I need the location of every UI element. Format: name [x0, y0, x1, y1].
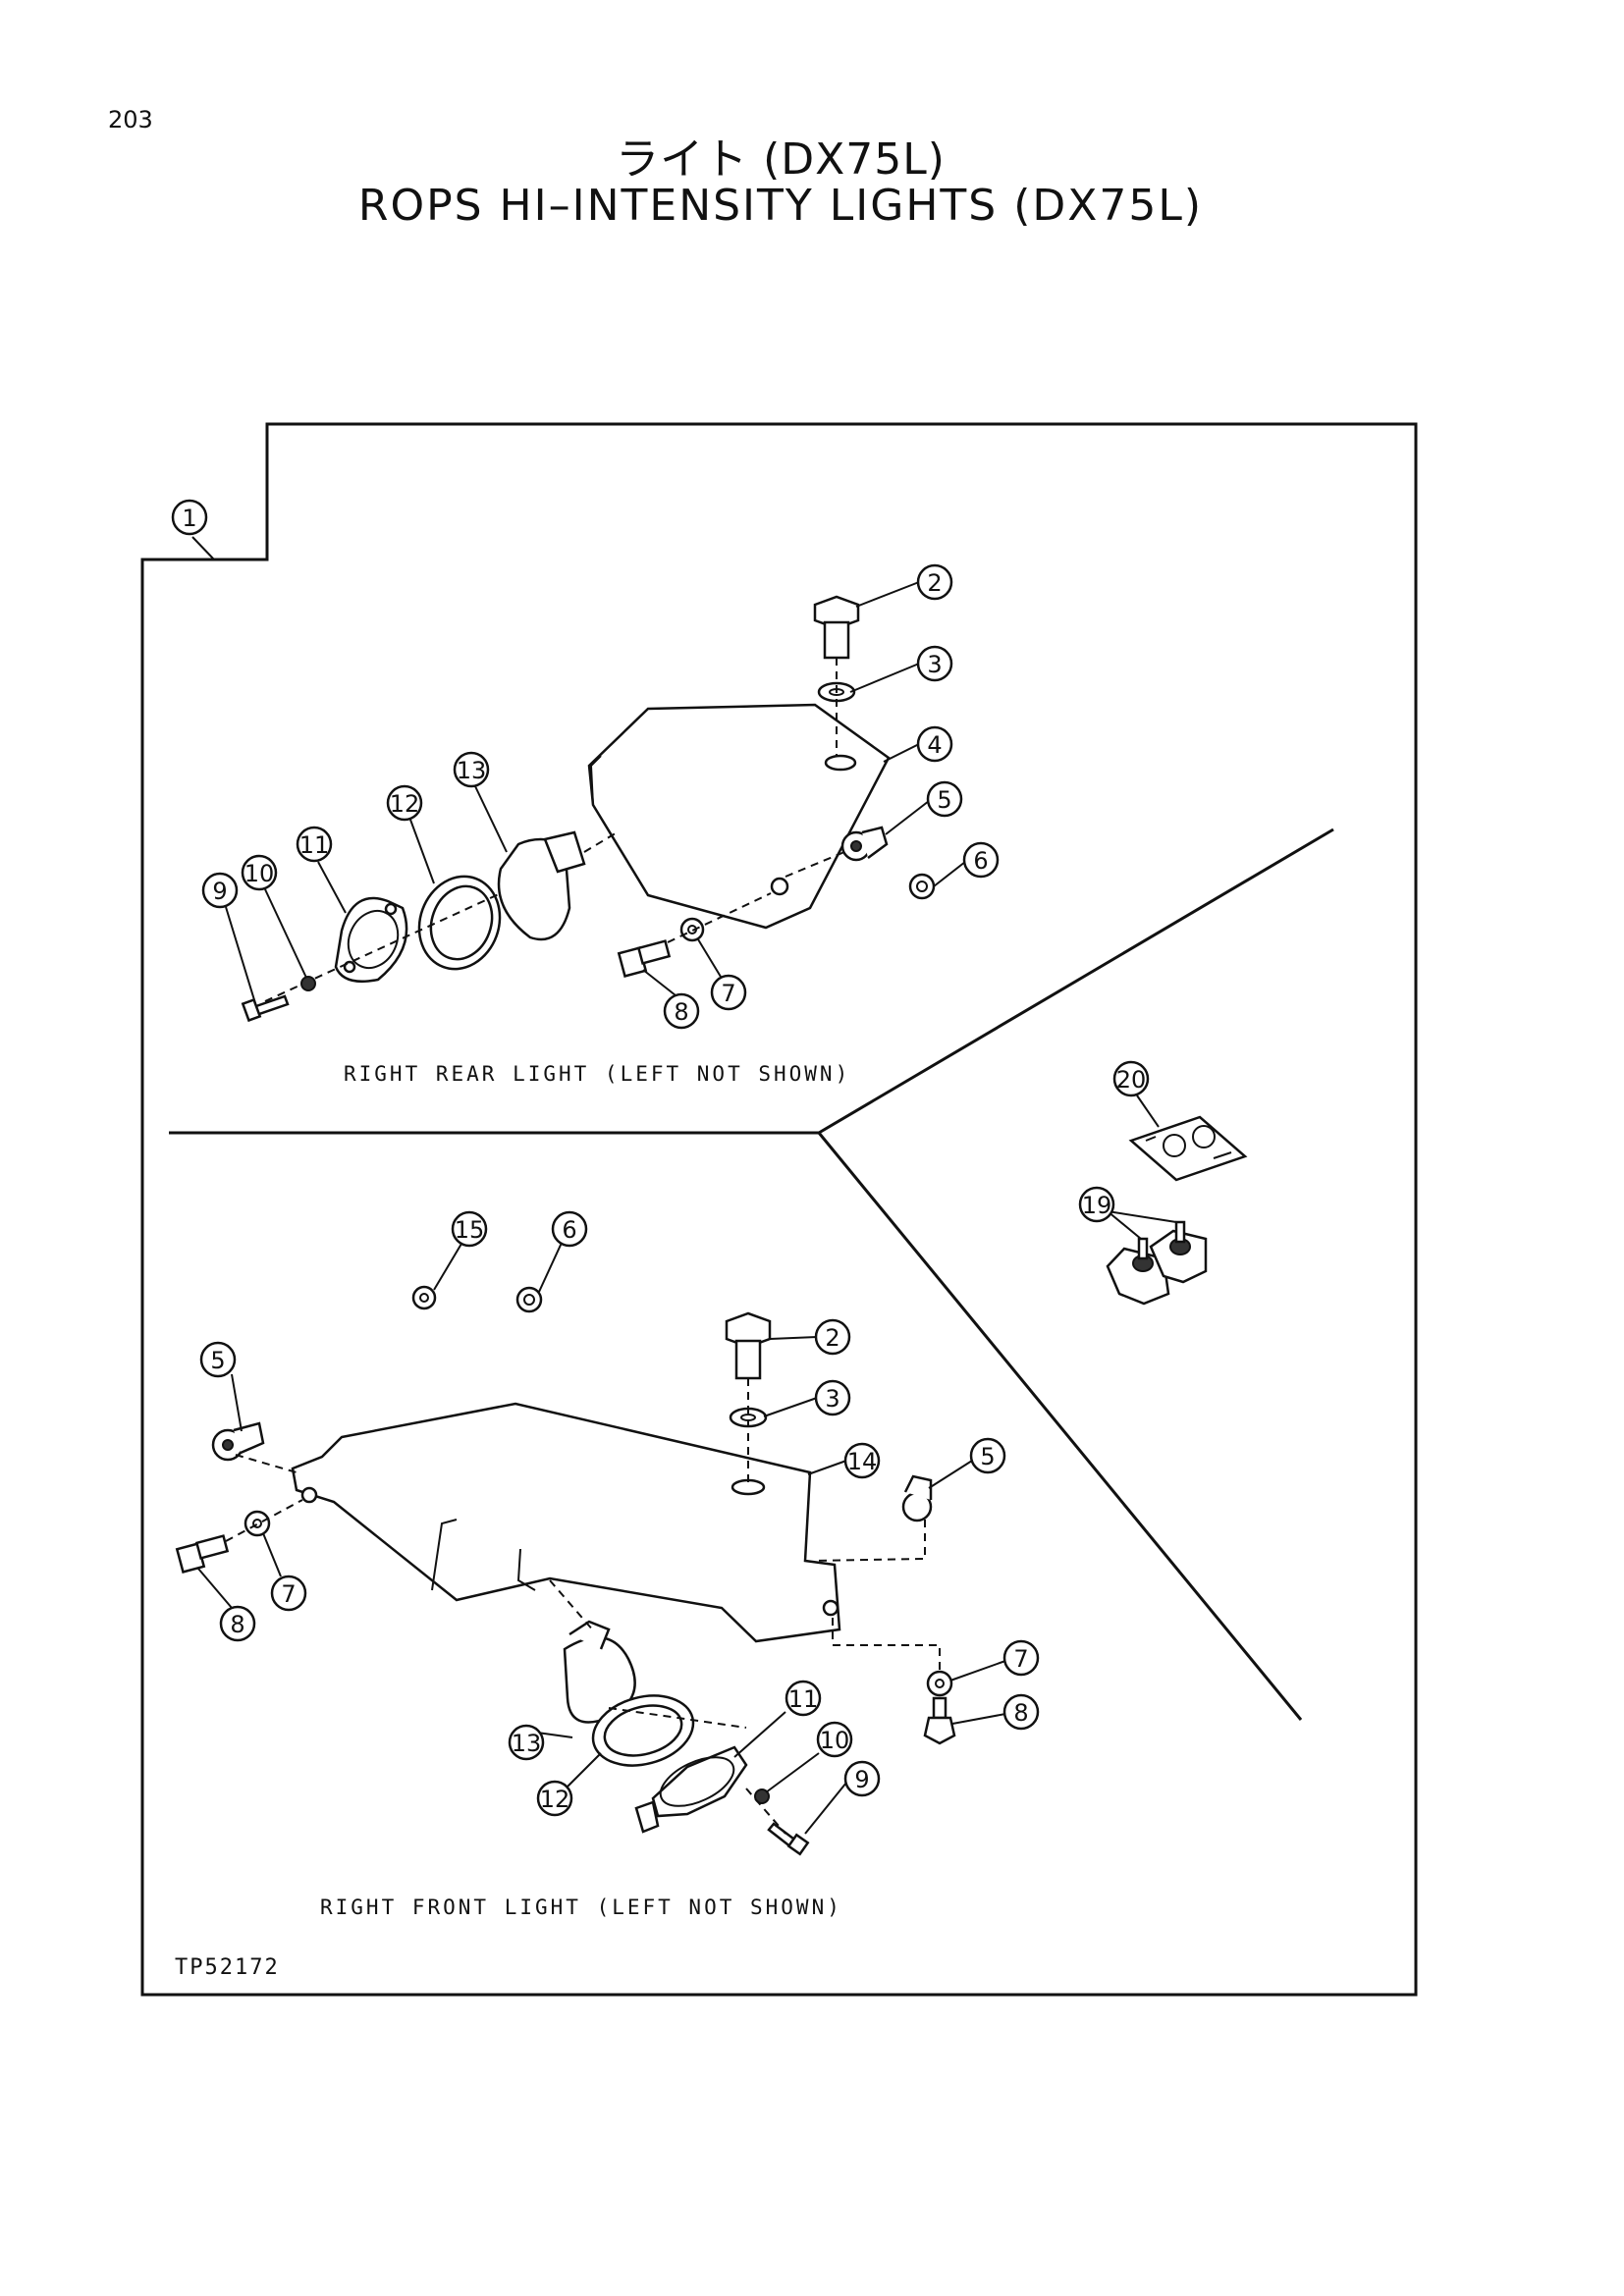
front-lockwasher	[754, 1789, 770, 1804]
rear-lamp-ring	[417, 875, 502, 971]
callout-front-8-right: 8	[1002, 1693, 1040, 1731]
callout-rear-4: 4	[916, 725, 953, 763]
rear-spacer	[840, 826, 889, 862]
front-bolt-left	[175, 1534, 230, 1574]
svg-text:13: 13	[512, 1730, 542, 1757]
callout-1: 1	[171, 499, 208, 536]
svg-text:20: 20	[1116, 1066, 1147, 1094]
front-lamp-bulb	[563, 1620, 636, 1724]
callout-rear-11: 11	[296, 826, 333, 863]
svg-text:7: 7	[1013, 1645, 1028, 1673]
svg-text:10: 10	[244, 860, 275, 887]
rear-bracket	[587, 703, 891, 930]
svg-text:5: 5	[980, 1443, 995, 1470]
svg-text:9: 9	[854, 1766, 869, 1793]
front-screw	[767, 1822, 810, 1856]
callout-front-12: 12	[536, 1780, 573, 1817]
callout-rear-9: 9	[201, 872, 239, 909]
svg-text:19: 19	[1082, 1192, 1112, 1219]
callout-rear-12: 12	[386, 784, 423, 822]
svg-text:4: 4	[927, 731, 942, 759]
front-bolt-right	[923, 1696, 956, 1745]
svg-text:5: 5	[210, 1347, 225, 1374]
callout-rear-10: 10	[241, 854, 278, 891]
callout-front-10: 10	[816, 1721, 853, 1758]
front-bracket	[291, 1402, 841, 1643]
callout-rear-13: 13	[453, 751, 490, 788]
svg-text:12: 12	[540, 1786, 570, 1813]
svg-text:8: 8	[674, 998, 688, 1026]
svg-text:3: 3	[927, 651, 942, 678]
front-spacer-right	[901, 1474, 933, 1522]
drawing-number: TP52172	[175, 1955, 280, 1980]
callout-rear-8: 8	[663, 992, 700, 1030]
svg-text:15: 15	[455, 1216, 485, 1244]
callout-front-7-left: 7	[270, 1575, 307, 1612]
rear-lockwasher	[300, 976, 316, 991]
caption-rear-light: RIGHT REAR LIGHT (LEFT NOT SHOWN)	[344, 1062, 850, 1086]
callout-front-3: 3	[814, 1379, 851, 1416]
front-spacer-left	[211, 1421, 265, 1462]
page-title: ROPS HI–INTENSITY LIGHTS (DX75L)	[357, 181, 1204, 231]
callout-rear-7: 7	[710, 974, 747, 1011]
front-nut-15	[411, 1285, 437, 1310]
svg-text:11: 11	[788, 1685, 819, 1713]
callout-front-13: 13	[508, 1724, 545, 1761]
rear-bolt	[813, 595, 860, 660]
svg-text:5: 5	[937, 786, 951, 814]
svg-text:7: 7	[281, 1580, 296, 1608]
callout-front-7-right: 7	[1002, 1639, 1040, 1677]
svg-text:2: 2	[927, 569, 942, 597]
svg-text:9: 9	[212, 878, 227, 905]
callout-front-14: 14	[843, 1442, 881, 1479]
callout-rear-6: 6	[962, 841, 1000, 879]
svg-text:8: 8	[1013, 1699, 1028, 1727]
svg-text:7: 7	[721, 980, 735, 1007]
page-number: 203	[108, 106, 153, 133]
callout-switch-19: 19	[1078, 1186, 1115, 1223]
svg-text:3: 3	[825, 1385, 839, 1413]
front-washer-left	[244, 1510, 271, 1537]
front-lamp-housing	[634, 1745, 748, 1834]
toggle-switches	[1106, 1220, 1208, 1306]
callout-rear-3: 3	[916, 645, 953, 682]
rear-lamp-housing	[334, 896, 408, 984]
callout-rear-2: 2	[916, 563, 953, 601]
callout-front-2: 2	[814, 1318, 851, 1356]
callout-front-6: 6	[551, 1210, 588, 1248]
svg-text:6: 6	[562, 1216, 576, 1244]
callout-front-5-right: 5	[969, 1437, 1006, 1474]
rear-screw	[241, 994, 290, 1023]
svg-text:11: 11	[299, 831, 330, 859]
front-lamp-ring	[591, 1694, 695, 1767]
svg-text:8: 8	[230, 1611, 244, 1638]
front-bolt	[725, 1311, 772, 1380]
callout-front-11: 11	[785, 1680, 822, 1717]
rear-nut	[908, 873, 936, 900]
callout-front-9: 9	[843, 1760, 881, 1797]
svg-text:10: 10	[820, 1727, 850, 1754]
svg-text:14: 14	[847, 1448, 878, 1475]
callout-front-5-left: 5	[199, 1341, 237, 1378]
callout-rear-5: 5	[926, 780, 963, 818]
section-divider-upper-diagonal	[818, 828, 1334, 1135]
rear-bolt-small	[617, 939, 672, 978]
switch-plate	[1128, 1115, 1248, 1182]
diagram-frame	[140, 422, 1418, 1997]
svg-text:2: 2	[825, 1324, 839, 1352]
callout-front-15: 15	[451, 1210, 488, 1248]
svg-text:12: 12	[390, 790, 420, 818]
callout-switch-20: 20	[1112, 1060, 1150, 1097]
svg-text:13: 13	[457, 757, 487, 784]
callout-front-8-left: 8	[219, 1605, 256, 1642]
svg-text:6: 6	[973, 847, 988, 875]
svg-text:1: 1	[182, 505, 196, 532]
rear-lamp-bulb	[497, 830, 586, 941]
page-title-japanese: ライト (DX75L)	[616, 134, 946, 185]
front-nut-6	[515, 1286, 543, 1313]
front-washer-right	[926, 1670, 953, 1697]
section-divider-lower-diagonal	[817, 1132, 1303, 1721]
caption-front-light: RIGHT FRONT LIGHT (LEFT NOT SHOWN)	[320, 1896, 842, 1919]
